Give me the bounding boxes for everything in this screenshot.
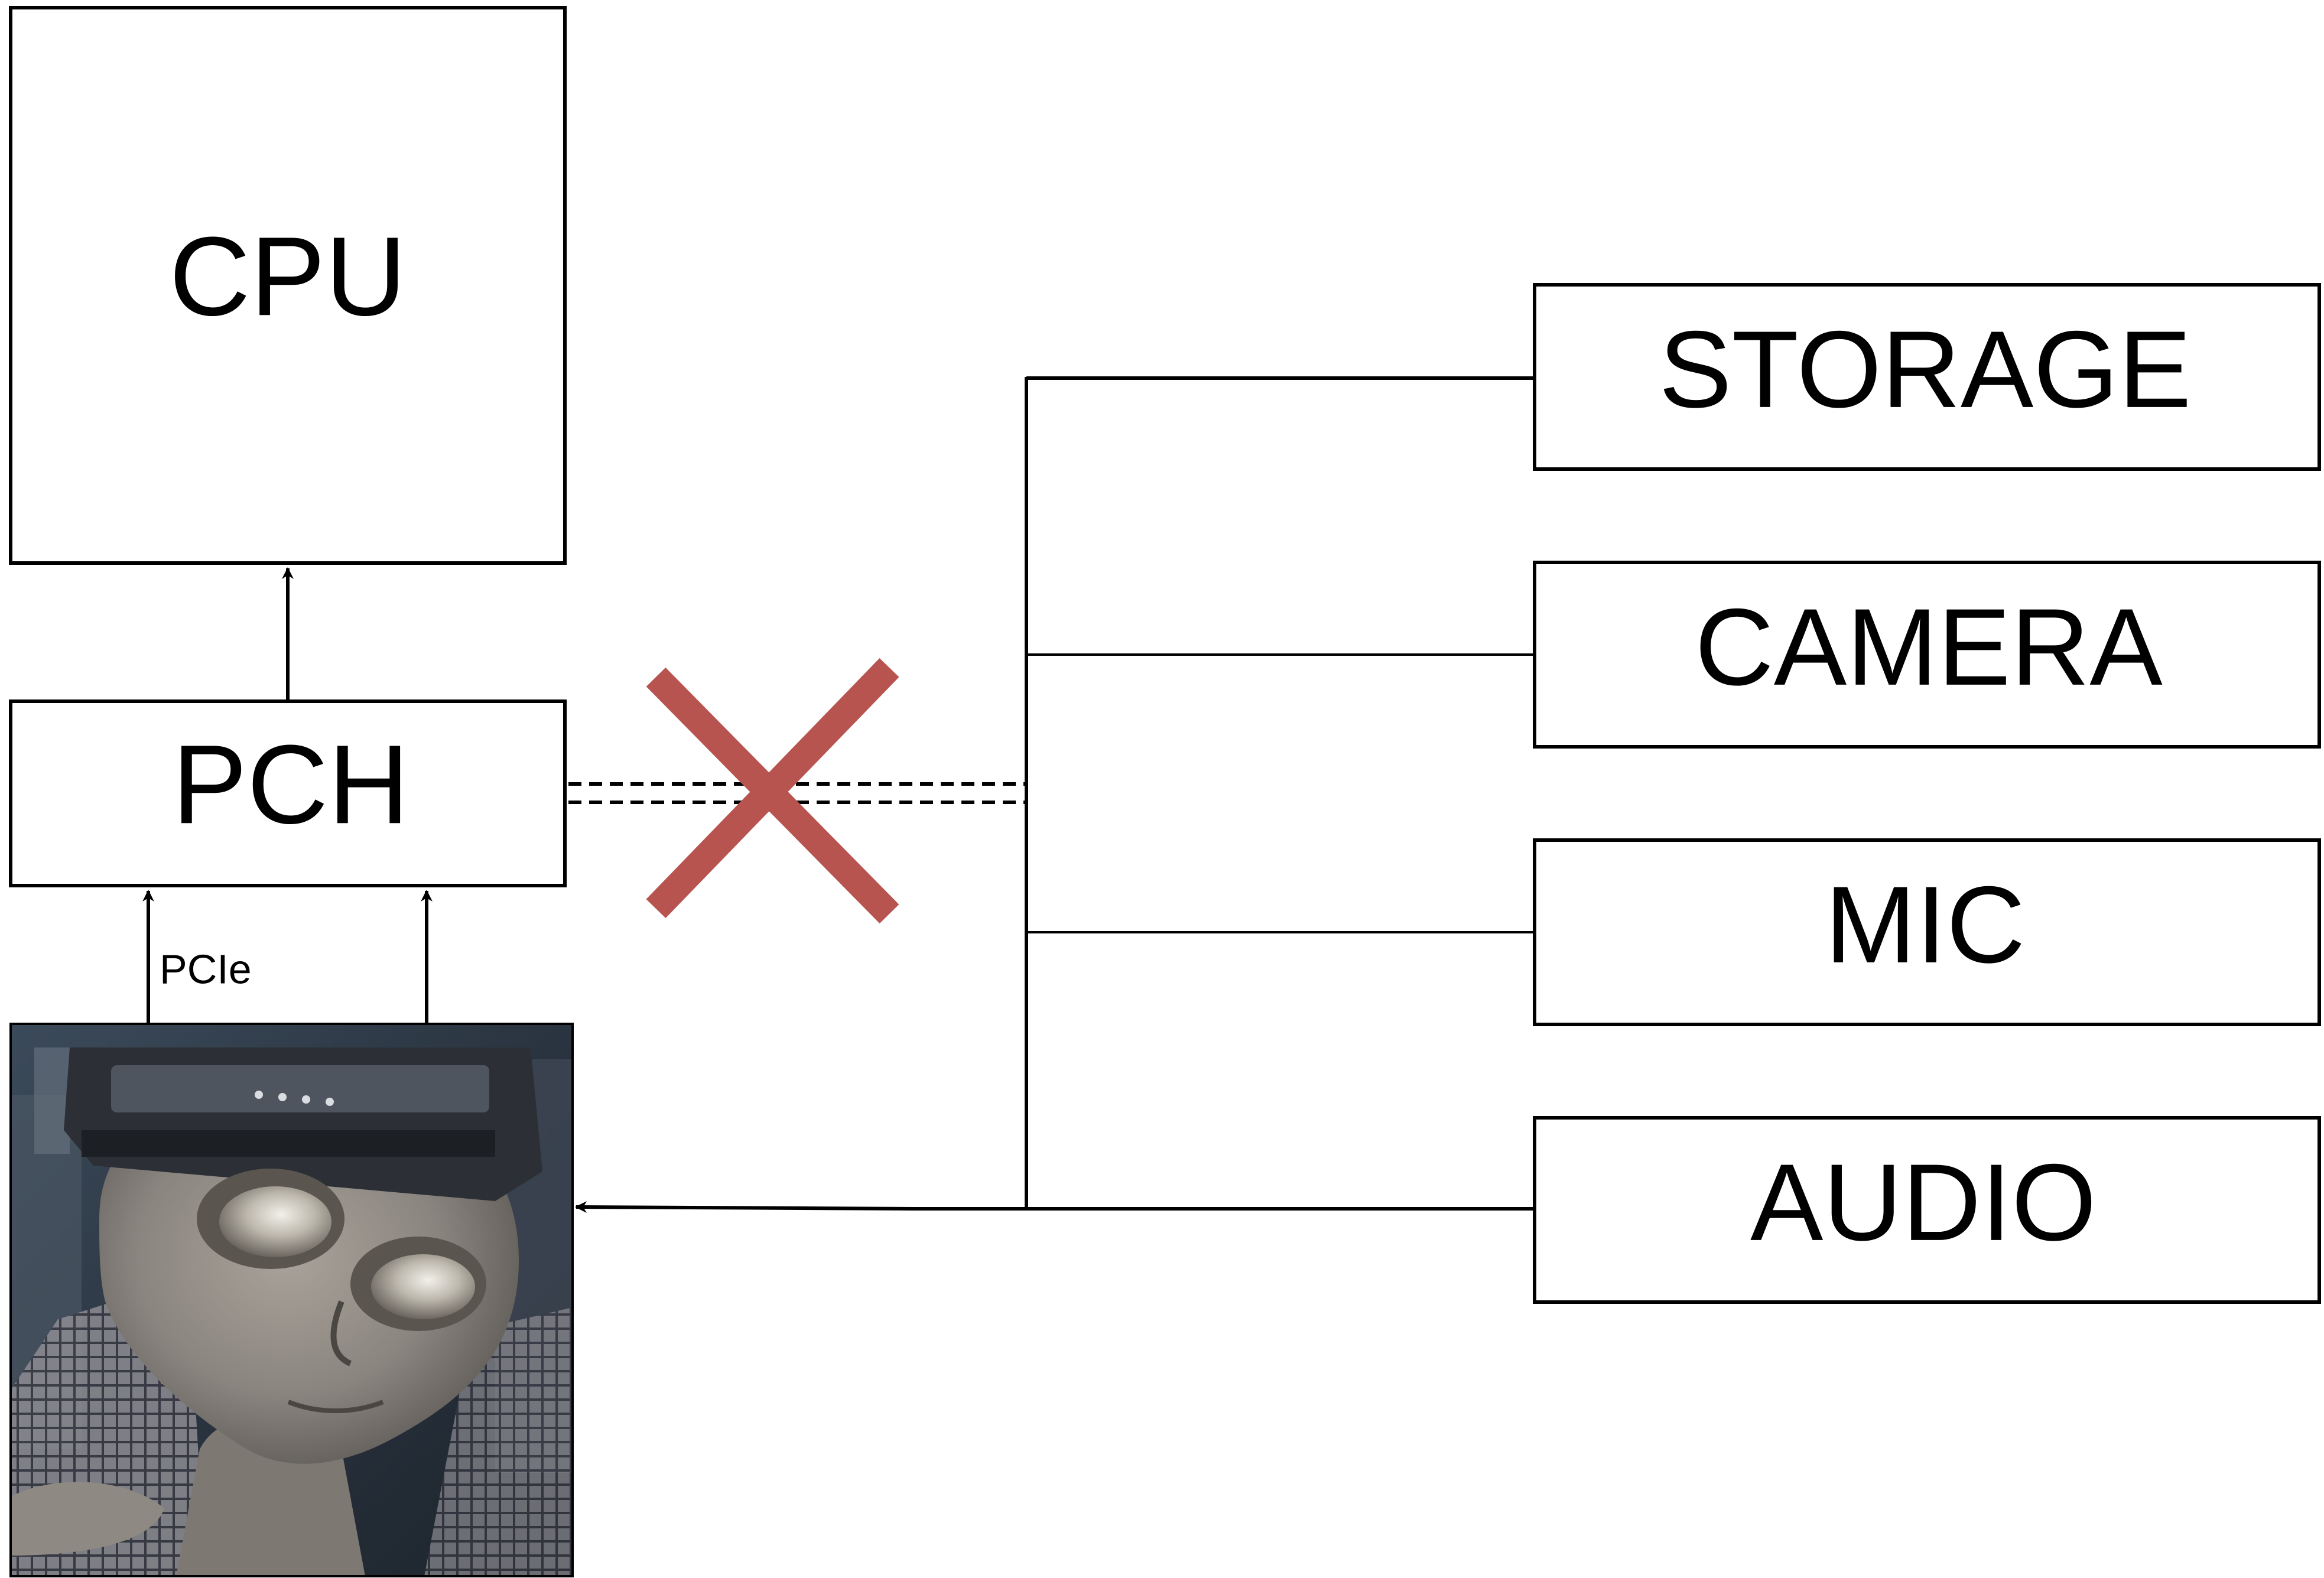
cross-mark-icon [646, 658, 899, 924]
device-bus [1025, 376, 1535, 1211]
audio-label: AUDIO [1750, 1142, 2097, 1264]
mic-box: MIC [1533, 838, 2321, 1026]
pch-box: PCH [9, 699, 567, 887]
storage-box: STORAGE [1533, 283, 2321, 471]
audio-box: AUDIO [1533, 1116, 2321, 1304]
cpu-label: CPU [169, 214, 406, 339]
alien-image [9, 1023, 574, 1577]
cpu-box: CPU [9, 6, 567, 565]
pch-label: PCH [172, 722, 409, 847]
bus-to-image-arrow [575, 1201, 1026, 1213]
camera-label: CAMERA [1695, 587, 2163, 708]
mic-label: MIC [1825, 864, 2025, 986]
pcie-label: PCIe [160, 946, 252, 992]
severed-link [568, 782, 1026, 804]
storage-label: STORAGE [1659, 309, 2191, 431]
camera-box: CAMERA [1533, 561, 2321, 749]
